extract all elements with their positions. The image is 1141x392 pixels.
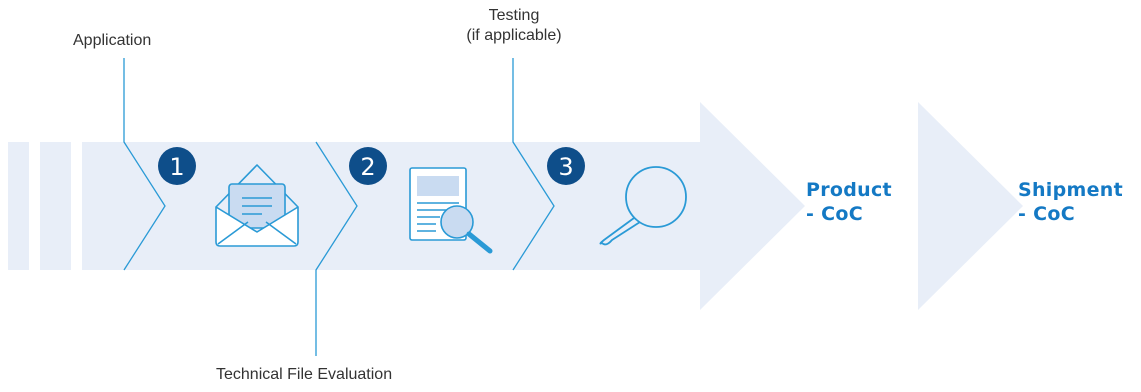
shipment-arrow bbox=[918, 102, 1023, 310]
step-2-number: 2 bbox=[360, 153, 375, 181]
step-2-badge: 2 bbox=[349, 147, 387, 185]
band-stripe-1 bbox=[8, 142, 29, 270]
product-coc-line2: - CoC bbox=[806, 203, 863, 225]
magnifier-icon bbox=[599, 166, 687, 246]
shipment-coc-line2: - CoC bbox=[1018, 203, 1075, 225]
shipment-coc-line1: Shipment bbox=[1018, 179, 1124, 201]
step-2-label: Technical File Evaluation bbox=[216, 366, 393, 383]
step-1-number: 1 bbox=[169, 153, 184, 181]
separator-2 bbox=[315, 141, 358, 356]
step-1-label: Application bbox=[73, 32, 152, 49]
separator-3 bbox=[512, 58, 555, 271]
step-3-label: Testing bbox=[488, 7, 540, 24]
band-stripe-2 bbox=[40, 142, 71, 270]
product-coc-label: Product - CoC bbox=[806, 178, 892, 226]
product-coc-line1: Product bbox=[806, 179, 892, 201]
step-3-label-group: Testing (if applicable) bbox=[452, 6, 576, 46]
envelope-icon bbox=[215, 164, 299, 247]
shipment-arrow-body bbox=[918, 142, 922, 270]
step-1-badge: 1 bbox=[158, 147, 196, 185]
document-magnifier-icon bbox=[409, 167, 493, 254]
shipment-coc-label: Shipment - CoC bbox=[1018, 178, 1123, 226]
step-3-sublabel: (if applicable) bbox=[466, 27, 562, 44]
separator-1 bbox=[123, 58, 166, 271]
step-3-number: 3 bbox=[558, 153, 573, 181]
step-3-badge: 3 bbox=[547, 147, 585, 185]
